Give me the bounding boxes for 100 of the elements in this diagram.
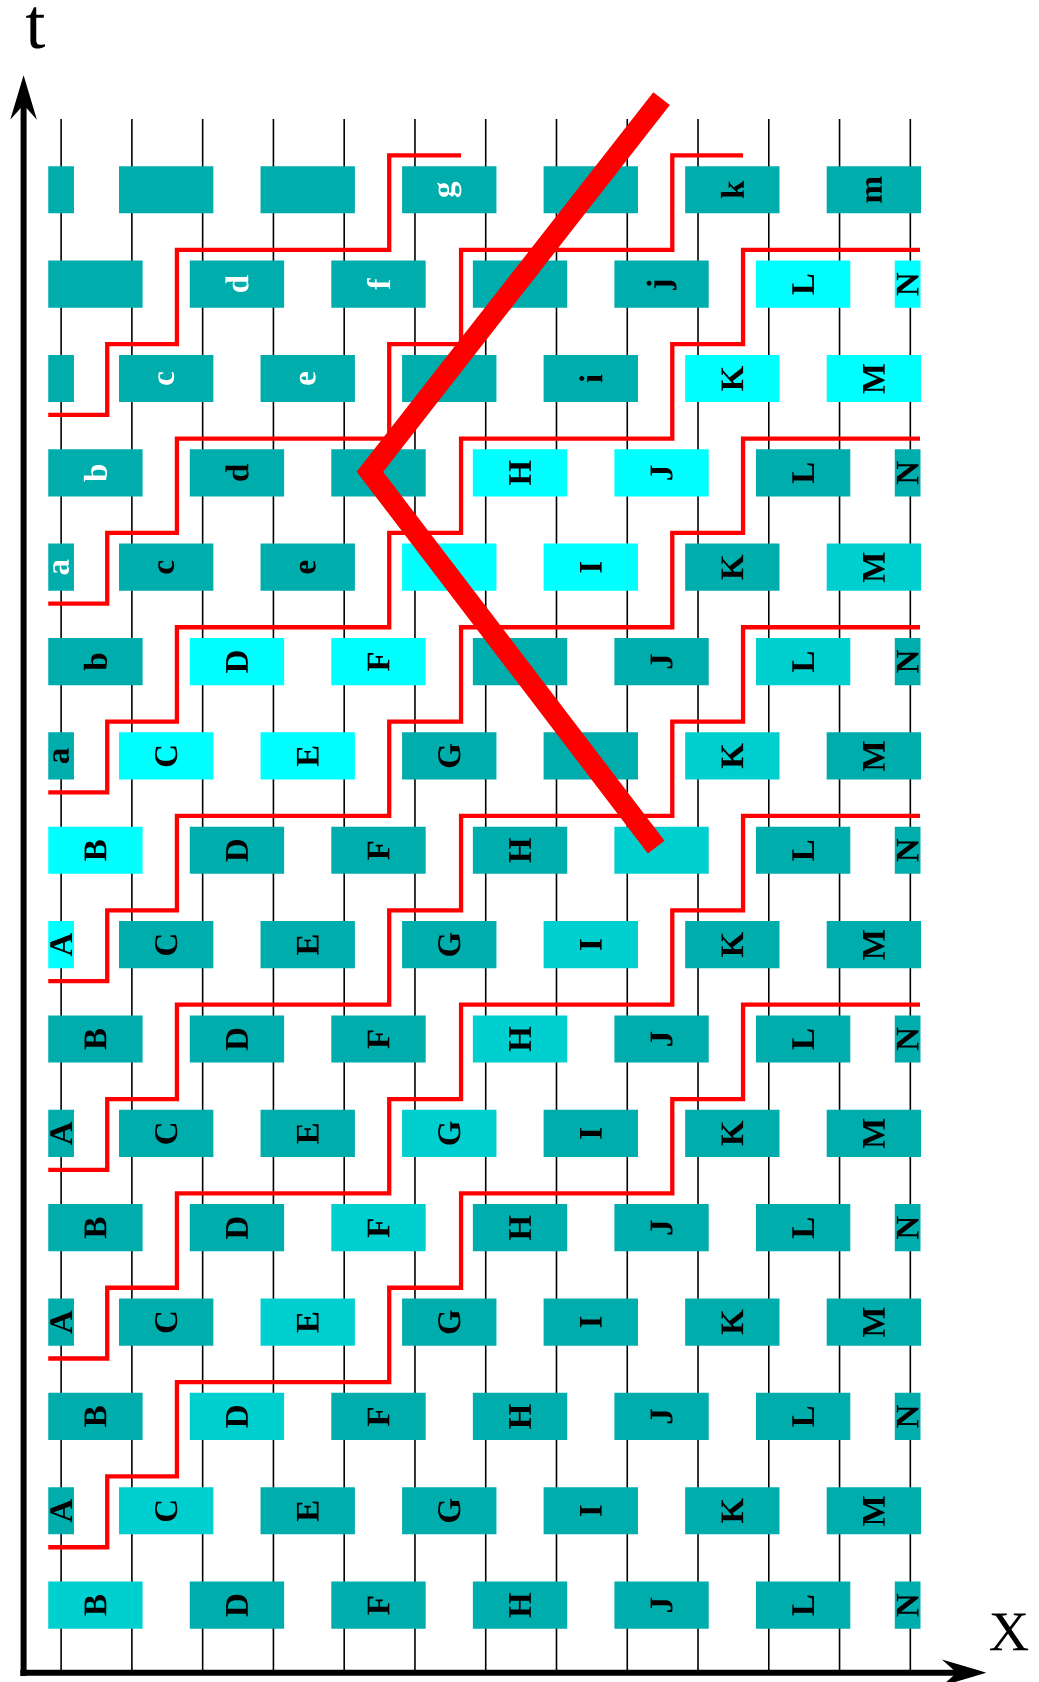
lettered-tile: I [543,543,638,591]
lettered-tile: H [472,826,568,874]
lettered-tile: F [331,1392,426,1440]
lettered-tile: N [894,1392,921,1440]
lettered-tile: i [543,354,638,403]
lettered-tile: N [894,1581,921,1629]
lettered-tile: K [685,1298,780,1346]
lettered-tile: L [755,637,851,686]
lettered-tile: C [119,732,214,780]
lettered-tile: K [685,732,780,780]
lettered-tile: C [119,921,214,969]
lettered-tile: c [119,354,214,403]
lettered-tile: K [685,921,780,969]
lettered-tile: H [472,1204,568,1252]
lettered-tile: M [826,921,922,969]
lettered-tile: B [48,1581,143,1629]
lettered-tile: B [48,826,143,874]
lettered-tile: J [614,449,709,497]
lettered-tile: G [402,732,497,780]
lettered-tile: D [189,1581,285,1629]
lettered-tile: K [685,1109,780,1157]
lettered-tile: C [119,1109,214,1157]
lettered-tile: J [614,1392,709,1440]
lettered-tile: G [402,1298,497,1346]
lettered-tile: I [543,1487,638,1535]
lettered-tile: I [543,1298,638,1346]
lettered-tile: a [48,732,74,780]
tile [260,166,355,214]
lettered-tile: M [826,732,922,780]
lettered-tile: K [685,354,780,403]
lettered-tile: G [402,1487,497,1535]
lettered-tile: A [48,1298,74,1346]
lettered-tile: A [48,1109,74,1157]
lettered-tile: L [755,1204,851,1252]
lettered-tile: L [755,260,851,308]
lettered-tile: D [189,1392,285,1440]
lettered-tile: H [472,1015,568,1063]
lettered-tile: M [826,1298,922,1346]
lettered-tile: G [402,1109,497,1157]
lettered-tile: L [755,1392,851,1440]
lettered-tile: d [189,449,285,497]
lettered-tile: A [48,1487,74,1535]
lettered-tile: N [894,826,921,874]
axis-label: t [26,7,45,49]
lettered-tile: F [331,637,426,686]
lettered-tile: D [189,1015,285,1063]
tile [48,354,74,403]
lettered-tile: H [472,449,568,497]
lettered-tile: N [894,1204,921,1252]
lettered-tile: j [614,260,709,308]
lettered-tile: F [331,1015,426,1063]
lettered-tile: M [826,354,922,403]
lettered-tile: E [260,1109,355,1157]
lettered-tile: b [48,449,143,497]
lettered-tile: D [189,637,285,686]
lettered-tile: B [48,1392,143,1440]
lettered-tile: F [331,1581,426,1629]
lettered-tile: J [614,1581,709,1629]
lettered-tile: k [685,166,780,214]
lettered-tile: J [614,1015,709,1063]
lettered-tile: K [685,1487,780,1535]
lettered-tile: J [614,1204,709,1252]
axis-label: X [990,1613,1029,1651]
lettered-tile: g [402,166,497,214]
lettered-tile: M [826,1109,922,1157]
tile [119,166,214,214]
lettered-tile: f [331,260,426,308]
lettered-tile: L [755,826,851,874]
tile [48,260,143,308]
lettered-tile: K [685,543,780,591]
lettered-tile: E [260,1487,355,1535]
lettered-tile: D [189,1204,285,1252]
lettered-tile: E [260,732,355,780]
lettered-tile: N [894,449,921,497]
tile [48,166,74,214]
lettered-tile: E [260,921,355,969]
lettered-tile: L [755,449,851,497]
lettered-tile: I [543,1109,638,1157]
lettered-tile: M [826,543,922,591]
lettered-tile: L [755,1015,851,1063]
lettered-tile: C [119,1298,214,1346]
lettered-tile: F [331,1204,426,1252]
lettered-tile: B [48,1204,143,1252]
lettered-tile: C [119,1487,214,1535]
lettered-tile: B [48,1015,143,1063]
lettered-tile: c [119,543,214,591]
lettered-tile: N [894,637,921,686]
lettered-tile: m [826,166,922,214]
lettered-tile: e [260,354,355,403]
lettered-tile: E [260,1298,355,1346]
lettered-tile: D [189,826,285,874]
lettered-tile: H [472,1581,568,1629]
lettered-tile: e [260,543,355,591]
lettered-tile: a [48,543,74,591]
lettered-tile: d [189,260,285,308]
lettered-tile: L [755,1581,851,1629]
lettered-tile: H [472,1392,568,1440]
lettered-tile: F [331,826,426,874]
lettered-tile: N [894,260,921,308]
lettered-tile: J [614,637,709,686]
